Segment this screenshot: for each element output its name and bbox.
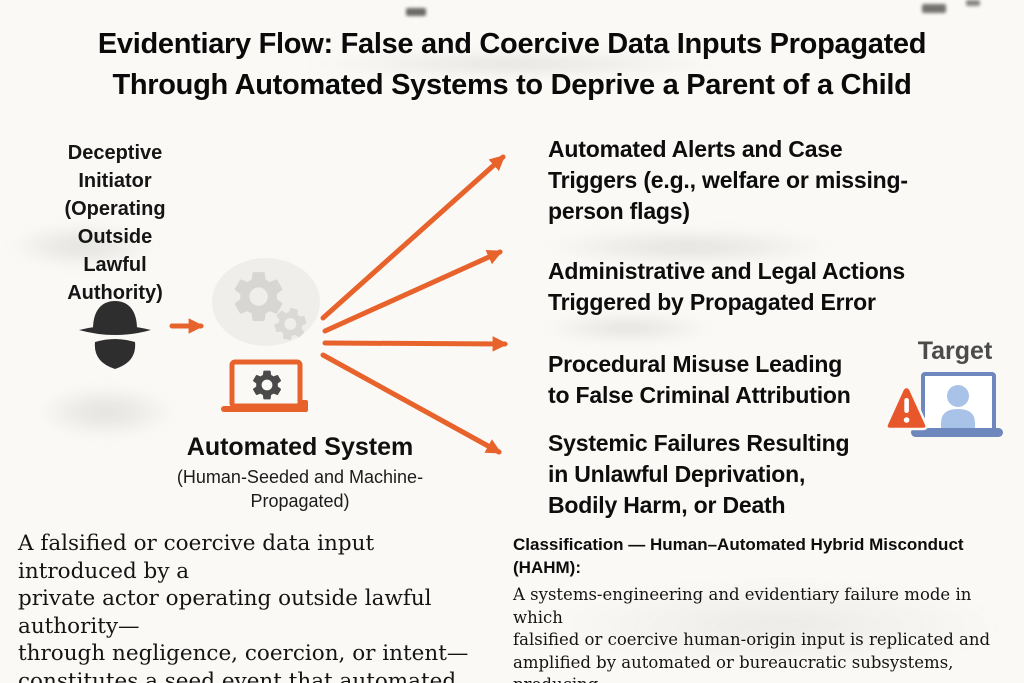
automated-system-block: Automated System (Human-Seeded and Machi… [140, 431, 460, 513]
ghost-gears-icon [212, 258, 320, 346]
classification-heading: Classification — Human–Automated Hybrid … [513, 535, 964, 577]
hat-brim [79, 325, 151, 335]
arrow-to-procedural-misuse [322, 336, 509, 352]
ink-smudge [966, 0, 980, 6]
gear-icon [252, 370, 282, 400]
seed-event-note: A falsified or coercive data input intro… [18, 531, 469, 683]
diagram-title: Evidentiary Flow: False and Coercive Dat… [97, 28, 927, 101]
warning-exclamation-dot [903, 417, 910, 423]
gear-small [274, 307, 307, 341]
ink-smudge [406, 8, 426, 16]
laptop-foot [298, 400, 308, 412]
ghost-blur-blob [212, 258, 320, 346]
initiator-label: Deceptive Initiator (Operating Outside L… [64, 142, 166, 304]
warning-triangle-icon [885, 385, 928, 431]
classification-body: A systems-engineering and evidentiary fa… [513, 585, 991, 683]
ghost-artifact [543, 314, 713, 342]
classification-block: Classification — Human–Automated Hybrid … [513, 533, 1018, 683]
ink-smudge [922, 4, 946, 13]
outcome-automated-alerts: Automated Alerts and Case Triggers (e.g.… [548, 136, 908, 224]
person-head [947, 385, 969, 407]
arrow-to-alerts [320, 154, 506, 321]
face-silhouette [94, 339, 136, 369]
outcome-systemic-failures: Systemic Failures Resulting in Unlawful … [548, 430, 850, 518]
laptop-gear-icon [221, 359, 308, 412]
automated-system-sublabel: (Human-Seeded and Machine- Propagated) [176, 467, 424, 511]
automated-system-label: Automated System [186, 433, 414, 461]
target-laptop-base [911, 428, 1003, 437]
warning-exclamation-bar [904, 398, 909, 413]
target-label: Target [917, 337, 993, 365]
spy-hat-face-icon [79, 301, 151, 369]
laptop-person-icon [885, 372, 1003, 437]
hat-crown [93, 301, 137, 329]
person-body [941, 409, 975, 429]
arrow-to-admin-legal [322, 249, 503, 334]
outcome-procedural-misuse: Procedural Misuse Leading to False Crimi… [548, 351, 851, 408]
outcome-admin-legal-actions: Administrative and Legal Actions Trigger… [548, 258, 905, 315]
gear-large [234, 272, 283, 322]
